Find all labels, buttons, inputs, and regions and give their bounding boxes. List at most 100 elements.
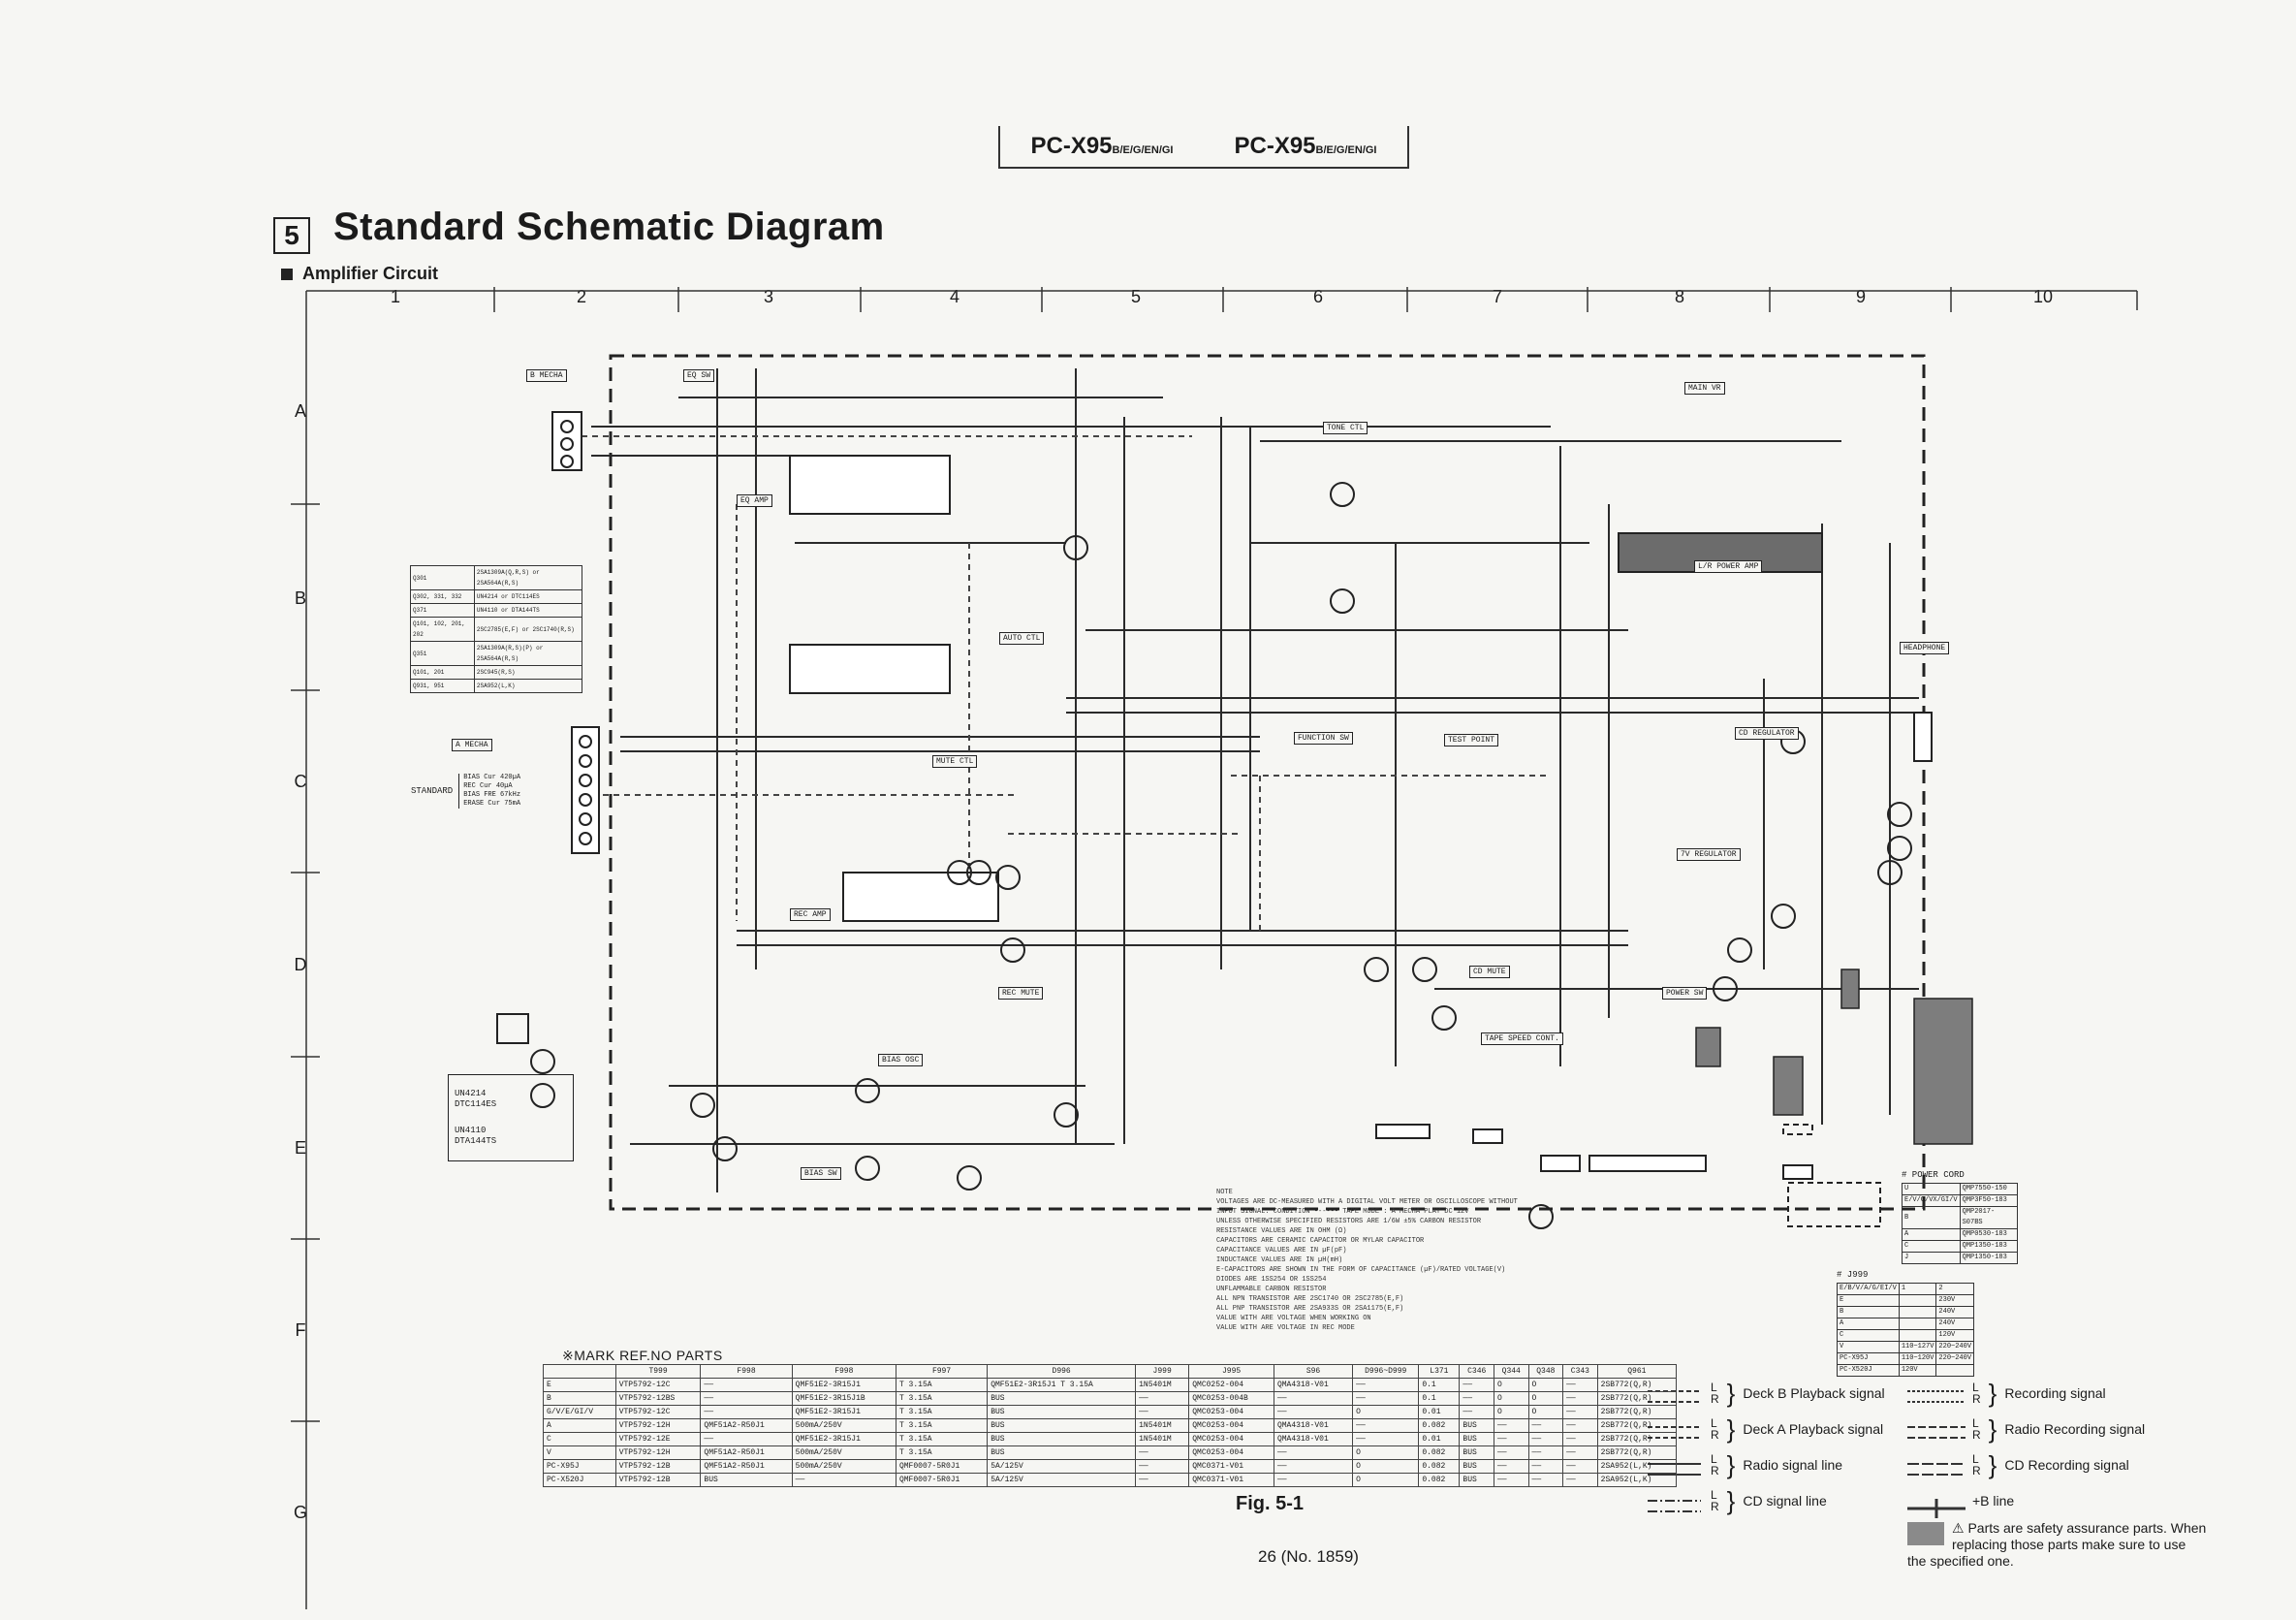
table-cell: QMF51E2-3R15J1	[791, 1432, 896, 1446]
connector-a-mecha	[571, 726, 600, 854]
table-header-cell: C346	[1459, 1364, 1494, 1379]
table-cell	[1898, 1306, 1937, 1318]
table-cell: O	[1527, 1405, 1564, 1419]
table-cell: ——	[1562, 1378, 1598, 1392]
block-label-b-mecha: B MECHA	[526, 369, 567, 382]
power-module-outline	[1787, 1182, 1881, 1227]
table-cell: ——	[1135, 1391, 1190, 1406]
table-cell: ——	[1273, 1391, 1354, 1406]
table-cell: O	[1352, 1445, 1420, 1460]
table-header-cell: F997	[895, 1364, 989, 1379]
note-line: ALL PNP TRANSISTOR ARE 2SA933S OR 2SA117…	[1216, 1305, 1404, 1313]
table-cell: Q101, 201	[410, 665, 475, 680]
table-cell: ——	[1135, 1405, 1190, 1419]
table-cell: T 3.15A	[895, 1418, 989, 1433]
dashed-signal-lines	[582, 435, 1551, 931]
table-cell: B	[1902, 1206, 1961, 1229]
table-cell	[1898, 1329, 1937, 1342]
table-cell: 1	[1898, 1283, 1937, 1295]
legend-label: CD signal line	[1743, 1493, 1827, 1509]
grid-row-label: B	[294, 588, 306, 608]
table-cell: 110~120V	[1898, 1352, 1937, 1365]
table-cell: VTP5792-12E	[614, 1432, 702, 1446]
transistor-symbol-icon	[496, 1013, 529, 1044]
table-cell: J	[1902, 1252, 1961, 1264]
table-cell: O	[1527, 1391, 1564, 1406]
grid-column-label: 9	[1855, 287, 1866, 306]
table-cell: ——	[1562, 1473, 1598, 1487]
mini-alt-2: DTA144TS	[455, 1136, 497, 1146]
table-header-cell: C343	[1562, 1364, 1598, 1379]
note-line: UNFLAMMABLE CARBON RESISTOR	[1216, 1286, 1327, 1293]
model-name-2: PC-X95B/E/G/EN/GI	[1234, 133, 1377, 159]
block-label-eq-sw: EQ SW	[683, 369, 715, 382]
table-cell: QMA4318-V01	[1273, 1418, 1354, 1433]
table-cell: 1N5401M	[1135, 1378, 1190, 1392]
table-cell: BUS	[987, 1405, 1137, 1419]
table-cell: QMF51E2-3R15J1	[791, 1378, 896, 1392]
table-cell: 120V	[1898, 1364, 1937, 1377]
table-cell: T 3.15A	[895, 1378, 989, 1392]
table-cell: ——	[1459, 1405, 1494, 1419]
note-line: ALL NPN TRANSISTOR ARE 2SC1740 OR 2SC278…	[1216, 1295, 1404, 1303]
table-cell: 2SB772(Q,R)	[1596, 1445, 1678, 1460]
safety-note: ⚠ Parts are safety assurance parts. When…	[1907, 1520, 2208, 1570]
table-cell: VTP5792-12H	[614, 1445, 702, 1460]
table-cell: B	[543, 1391, 616, 1406]
parts-table-title: ※MARK REF.NO PARTS	[562, 1348, 723, 1363]
table-cell: O	[1352, 1473, 1420, 1487]
table-cell: Q302, 331, 332	[410, 589, 475, 604]
connector-headphone	[1913, 712, 1933, 762]
table-cell: 500mA/250V	[791, 1445, 896, 1460]
grid-column-label: 3	[763, 287, 773, 306]
mini-part-2: UN4110	[455, 1126, 487, 1135]
table-cell	[1898, 1318, 1937, 1330]
table-header-cell: F998	[791, 1364, 896, 1379]
block-label-function-sw: FUNCTION SW	[1294, 732, 1353, 745]
table-cell: ——	[1493, 1418, 1529, 1433]
block-label-tone-ctl: TONE CTL	[1323, 422, 1368, 434]
table-cell: O	[1352, 1459, 1420, 1474]
note-line: VALUE WITH ARE VOLTAGE IN REC MODE	[1216, 1324, 1355, 1332]
table-cell: 0.01	[1418, 1432, 1461, 1446]
table-cell: O	[1352, 1405, 1420, 1419]
table-cell: 1N5401M	[1135, 1432, 1190, 1446]
grid-row-label: A	[294, 401, 306, 421]
safety-note-text: Parts are safety assurance parts. When r…	[1907, 1520, 2207, 1569]
block-label-bias-osc: BIAS OSC	[878, 1054, 924, 1066]
model-name-1: PC-X95B/E/G/EN/GI	[1030, 133, 1174, 159]
table-cell: 0.082	[1418, 1445, 1461, 1460]
table-cell: 0.1	[1418, 1391, 1461, 1406]
block-label-cd-mute: CD MUTE	[1469, 966, 1510, 978]
table-cell: BUS	[1459, 1418, 1494, 1433]
table-cell: QMC0253-004	[1188, 1405, 1274, 1419]
table-cell: QMF0007-5R0J1	[895, 1473, 989, 1487]
grid-column-label: 1	[390, 287, 400, 306]
note-line: INDUCTANCE VALUES ARE IN µH(mH)	[1216, 1256, 1343, 1264]
table-cell: 5A/125V	[987, 1473, 1137, 1487]
table-cell: ——	[1273, 1405, 1354, 1419]
head-standard-label: STANDARD	[411, 785, 454, 796]
table-cell: B	[1837, 1306, 1900, 1318]
legend-label: Radio signal line	[1743, 1457, 1843, 1473]
legend-brace: }	[1726, 1379, 1736, 1408]
table-cell: C	[1902, 1240, 1961, 1253]
table-header-cell: D996	[987, 1364, 1137, 1379]
